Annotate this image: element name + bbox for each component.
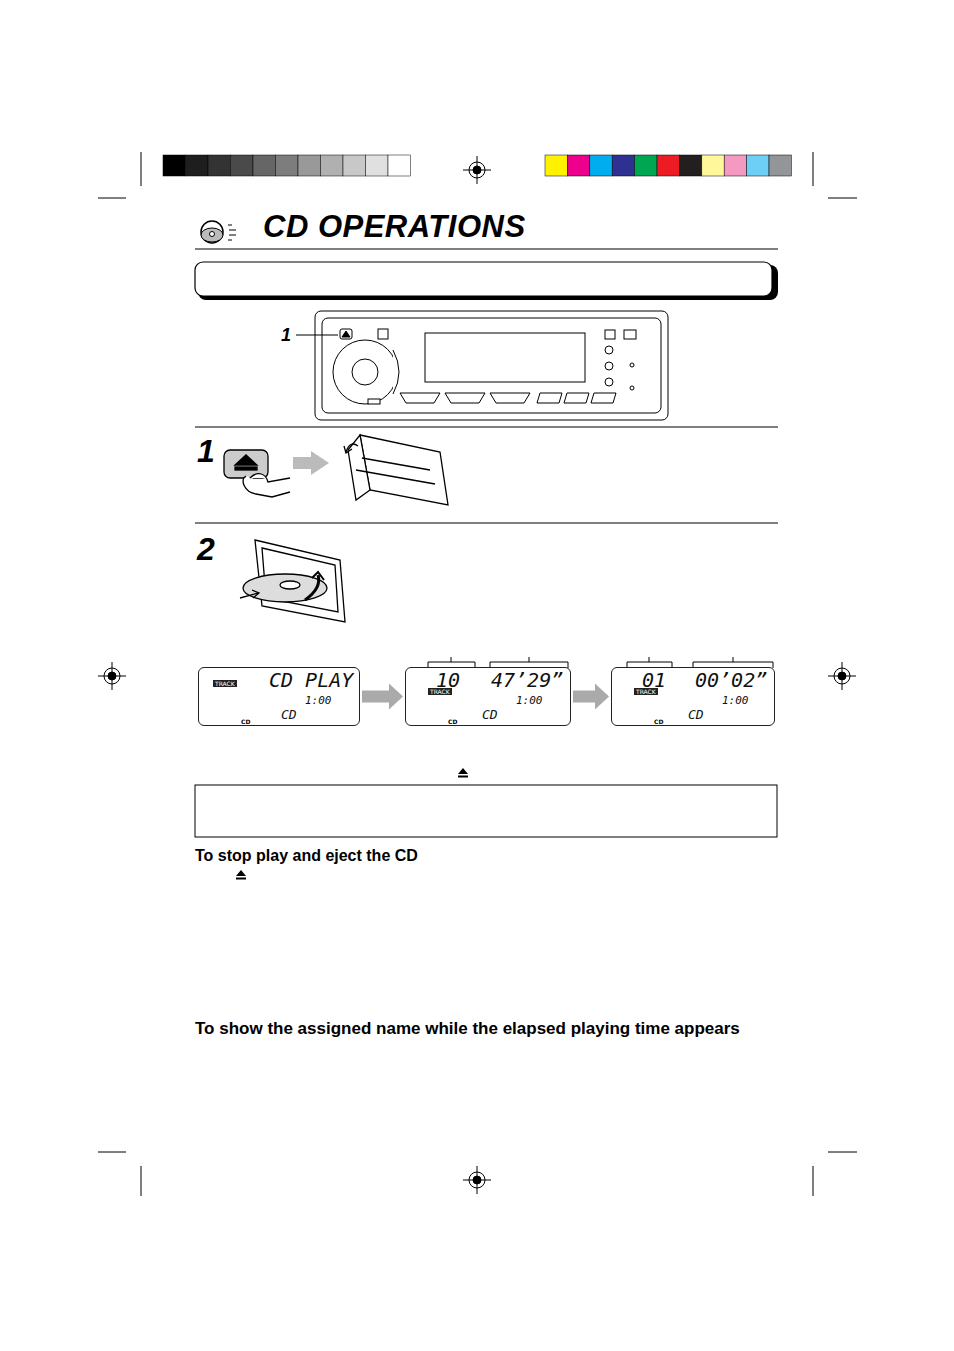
lcd-text: CD: [482, 708, 498, 721]
leader-line: [296, 335, 338, 336]
track-tag: TRACK: [428, 688, 452, 695]
faceplate: [315, 311, 668, 420]
eject-press: [224, 435, 448, 505]
disc-label: CD: [652, 718, 665, 725]
track-tag: TRACK: [213, 680, 237, 687]
lcd-display: 01TRACK 00’02” 1:00CD CD: [611, 667, 775, 726]
disc-label: CD: [239, 718, 252, 725]
lcd-display: TRACK CD PLAY 1:00CD CD: [198, 667, 360, 726]
lcd-text: 1:00: [722, 695, 749, 706]
flow-arrow: [362, 684, 403, 710]
lcd-text: 10: [436, 670, 460, 690]
callout-number: 1: [281, 324, 291, 347]
lcd-text: 1:00: [305, 695, 332, 706]
lcd-text: CD PLAY: [269, 670, 353, 690]
flow-arrow: [573, 684, 609, 710]
cd-icon: [201, 221, 236, 243]
section-heading: To show the assigned name while the elap…: [195, 1018, 775, 1039]
step-number: 1: [197, 431, 215, 471]
step-number: 2: [197, 529, 215, 569]
lcd-text: CD: [688, 708, 704, 721]
section-heading: To stop play and eject the CD: [195, 846, 418, 866]
lcd-text: 01: [642, 670, 666, 690]
disc-label: CD: [446, 718, 459, 725]
cd-insert: [240, 540, 345, 622]
lcd-text: CD: [281, 708, 297, 721]
lcd-text: 1:00: [516, 695, 543, 706]
lcd-text: 00’02”: [695, 670, 767, 690]
track-tag: TRACK: [634, 688, 658, 695]
lcd-text: 47’29”: [491, 670, 563, 690]
lcd-display: 10TRACK 47’29” 1:00CD CD: [405, 667, 571, 726]
page-title: CD OPERATIONS: [263, 209, 526, 245]
